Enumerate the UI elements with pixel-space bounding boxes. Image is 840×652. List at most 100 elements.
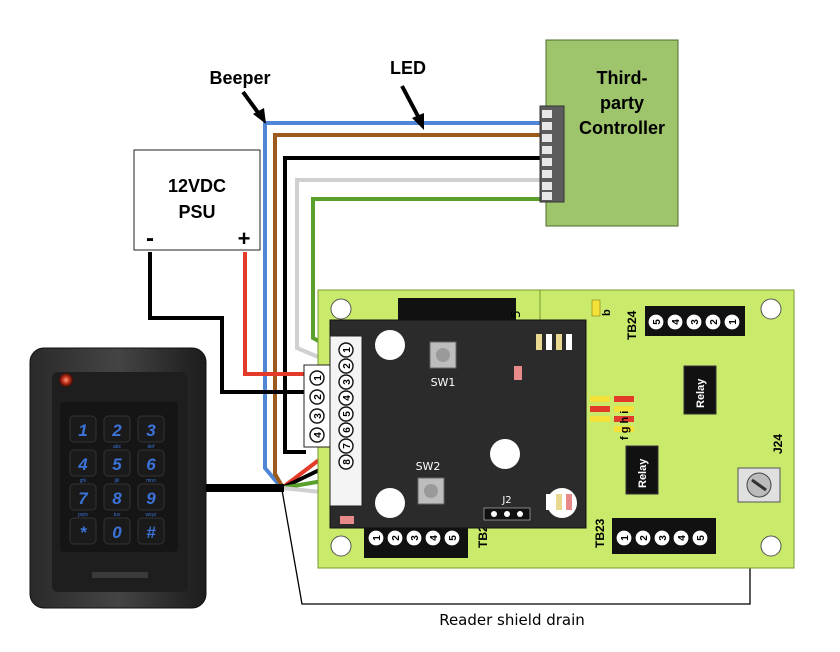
led-label: LED (390, 58, 426, 78)
reader-interface-module: SW1 SW2 J2 (329, 319, 587, 529)
main-terminal-screw (338, 390, 354, 406)
terminal-screw (691, 529, 709, 547)
keypad-key (137, 483, 165, 511)
wire-white (295, 178, 548, 366)
terminal-number: 1 (728, 319, 739, 325)
wire-red-psu (243, 252, 306, 376)
module-hole (490, 439, 520, 469)
terminal-number: 3 (690, 319, 701, 325)
module-leds-bottom (546, 494, 572, 510)
psu-minus-label: - (146, 225, 154, 252)
tb23-label: TB23 (593, 518, 607, 548)
keypad-key (69, 483, 97, 511)
main-terminal-number: 4 (342, 395, 353, 401)
terminal-number: 3 (658, 535, 669, 541)
sw2-label: SW2 (416, 460, 441, 473)
wire-brown (273, 133, 548, 488)
main-terminal-number: 2 (342, 363, 353, 369)
terminal-screw (367, 529, 385, 547)
keypad-key (69, 517, 97, 545)
keypad-key-label: 1 (78, 421, 87, 440)
module-led-small (340, 516, 354, 524)
terminal-screw (666, 313, 684, 331)
keypad-key-sublabel: pqrs (78, 512, 88, 518)
psu-box (133, 149, 261, 251)
tb24-label: TB24 (625, 310, 639, 340)
controller-label-line1: Third- (597, 68, 648, 88)
keypad-key-label: 3 (146, 421, 156, 440)
terminal-number: 5 (696, 535, 707, 541)
main-terminal-number: 3 (342, 379, 353, 385)
terminal-screw (653, 529, 671, 547)
keypad-key-label: 4 (77, 455, 88, 474)
module-led-red (514, 366, 522, 380)
led-bank-fghi (590, 396, 634, 432)
terminal-screw (723, 313, 741, 331)
shield-drain-label: Reader shield drain (439, 611, 585, 629)
keypad-key-label: 2 (111, 421, 122, 440)
keypad-key (137, 517, 165, 545)
small-terminal-number: 2 (313, 394, 324, 400)
led-b (591, 299, 601, 317)
sw1-label: SW1 (431, 376, 456, 389)
wire-black-controller (283, 156, 548, 454)
terminal-screw (685, 313, 703, 331)
led-b-label: b (601, 309, 613, 316)
small-terminal-number: 4 (313, 432, 324, 438)
main-terminal-screw (338, 358, 354, 374)
keypad-key-sublabel: wxyz (145, 512, 157, 518)
keypad-key-sublabel: jkl (114, 478, 120, 484)
terminal-number: 2 (391, 535, 402, 541)
keypad-key-label: # (146, 523, 156, 542)
main-terminal-screw (338, 438, 354, 454)
terminal-screw (424, 529, 442, 547)
terminal-number: 1 (620, 535, 631, 541)
mount-hole (330, 298, 352, 320)
terminal-number: 4 (677, 535, 688, 541)
tb-top-left-label: 5 (509, 310, 523, 318)
psu: 12VDC PSU - + (133, 149, 261, 252)
j2-header: J2 (483, 495, 531, 521)
led-arrow (400, 85, 422, 121)
wire-black-psu (148, 252, 306, 394)
keypad-key-sublabel: mno (146, 478, 156, 484)
controller-label-line2: party (600, 93, 644, 113)
psu-label-line1: 12VDC (168, 176, 226, 196)
small-terminal-screw (309, 427, 325, 443)
j2-label: J2 (501, 495, 511, 506)
controller-connector (539, 105, 565, 203)
keypad-key-label: 8 (112, 489, 122, 508)
main-terminal-screw (338, 342, 354, 358)
terminal-number: 4 (429, 535, 440, 541)
keypad-key-label: * (80, 523, 88, 542)
j24-label: J24 (771, 434, 785, 454)
small-terminal-number: 1 (313, 375, 324, 381)
terminal-number: 2 (709, 319, 720, 325)
relay-bottom: Relay (625, 445, 659, 495)
keypad-key-label: 5 (112, 455, 122, 474)
main-terminal-screw (338, 454, 354, 470)
keypad-key-sublabel: tuv (114, 512, 121, 518)
mount-hole (760, 298, 782, 320)
psu-label-line2: PSU (178, 202, 215, 222)
main-terminal-number: 1 (342, 347, 353, 353)
terminal-screw (704, 313, 722, 331)
module-hole (375, 330, 405, 360)
terminal-number: 5 (448, 535, 459, 541)
mount-hole (760, 535, 782, 557)
terminal-number: 5 (652, 319, 663, 325)
keypad-key (137, 449, 165, 477)
psu-plus-label: + (238, 226, 251, 251)
keypad-key-label: 0 (112, 523, 122, 542)
small-terminal-screw (309, 370, 325, 386)
led-fghi-label: f g h i (619, 411, 631, 440)
keypad-key (103, 517, 131, 545)
main-terminal-number: 5 (342, 411, 353, 417)
j24-potentiometer: J24 (737, 434, 785, 503)
terminal-screw (443, 529, 461, 547)
